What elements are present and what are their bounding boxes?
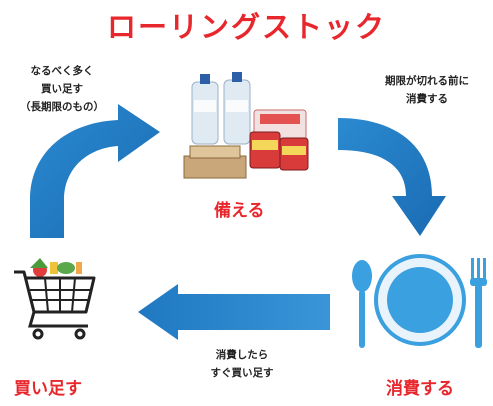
shopping-cart-icon (14, 258, 96, 340)
consume-hint-line-1: 期限が切れる前に (385, 75, 469, 87)
buy-hint-note: なるべく多く 買い足す （長期限のもの） (6, 62, 118, 116)
rebuy-hint-note: 消費したら すぐ買い足す (190, 346, 294, 382)
consume-hint-note: 期限が切れる前に 消費する (368, 72, 486, 108)
label-prepare: 備える (214, 201, 265, 221)
rebuy-hint-line-2: すぐ買い足す (210, 367, 274, 379)
buy-hint-line-3: （長期限のもの） (20, 101, 104, 113)
diagram-title: ローリングストック (106, 10, 386, 44)
label-consume: 消費する (386, 379, 454, 399)
buy-hint-line-2: 買い足す (41, 83, 83, 95)
arrow-consume-to-buy (138, 284, 330, 340)
label-buy: 買い足す (14, 379, 82, 399)
supplies-icon (183, 72, 309, 179)
arrow-buy-to-prepare (30, 104, 160, 238)
arrow-prepare-to-consume (338, 118, 446, 236)
plate-fork-spoon-icon (352, 254, 487, 348)
rebuy-hint-line-1: 消費したら (215, 349, 269, 361)
buy-hint-line-1: なるべく多く (30, 65, 94, 77)
consume-hint-line-2: 消費する (406, 93, 448, 105)
